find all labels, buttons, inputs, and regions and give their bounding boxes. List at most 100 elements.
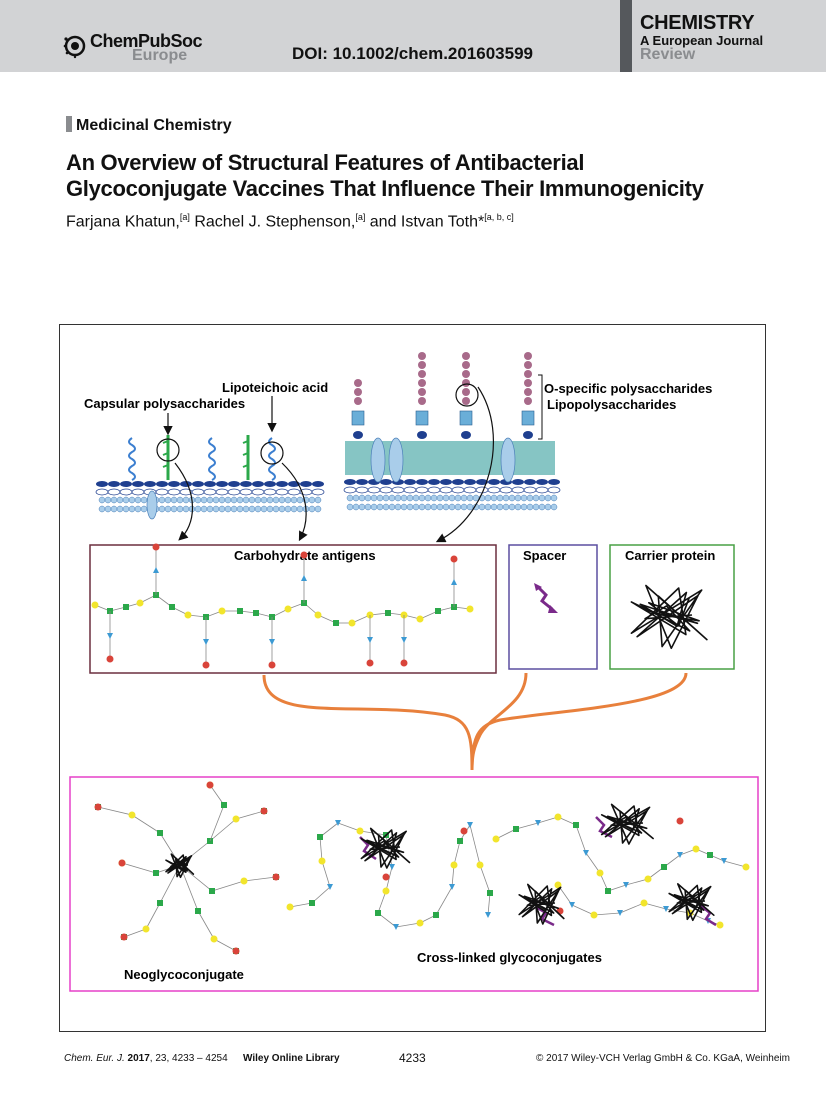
inner-lipid-head — [406, 503, 414, 511]
o-antigen-unit — [524, 370, 532, 378]
neo-sugar-yellow — [128, 811, 136, 819]
cross2-spacer — [595, 816, 613, 839]
o-antigen-unit — [462, 388, 470, 396]
peptidoglycan-dark — [156, 481, 168, 487]
sugar-green — [237, 608, 243, 614]
header-bar: ChemPubSoc Europe DOI: 10.1002/chem.2016… — [0, 0, 826, 72]
highlight-circle-1 — [156, 438, 180, 462]
cross1-sugar-green — [487, 890, 493, 896]
inner-lipid-head — [382, 494, 390, 502]
neo-bond — [123, 928, 147, 938]
membrane-protein — [146, 490, 158, 520]
o-antigen-unit — [354, 388, 362, 396]
lipid-head — [218, 505, 226, 513]
sugar-green — [169, 604, 175, 610]
page-footer: Chem. Eur. J. 2017, 23, 4233 – 4254 Wile… — [0, 1051, 826, 1073]
lipid-a — [461, 431, 471, 439]
cross1-sugar-green — [375, 910, 381, 916]
inner-lipid-head — [448, 503, 456, 511]
graphical-abstract: Lipoteichoic acid Capsular polysaccharid… — [59, 324, 766, 1032]
peptidoglycan-dark — [180, 481, 192, 487]
inner-lipid-head — [550, 503, 558, 511]
peptidoglycan-light — [203, 488, 217, 496]
sugar-red — [202, 661, 210, 669]
neo-sugar-red — [272, 873, 280, 881]
inner-lipid-head — [376, 494, 384, 502]
neo-sugar-red — [232, 947, 240, 955]
lipid-head — [236, 505, 244, 513]
journal-sub-a: A — [640, 33, 649, 48]
title-line-1: An Overview of Structural Features of An… — [66, 150, 585, 175]
peptidoglycan-light — [275, 488, 289, 496]
library-link[interactable]: Wiley Online Library — [243, 1053, 340, 1064]
journal-sub-rest: European Journal — [652, 33, 764, 48]
peptidoglycan-light — [287, 488, 301, 496]
peptidoglycan-light — [95, 488, 109, 496]
neo-bond — [209, 818, 237, 842]
label-lps: Lipopolysaccharides — [547, 397, 676, 412]
outer-membrane-light — [343, 486, 357, 494]
cross1-bond — [321, 860, 331, 888]
inner-lipid-head — [364, 503, 372, 511]
lipid-head — [296, 496, 304, 504]
lipid-head — [134, 505, 142, 513]
o-antigen-unit — [418, 370, 426, 378]
cross1-bond — [337, 822, 361, 832]
lipid-head — [176, 496, 184, 504]
inner-lipid-head — [418, 494, 426, 502]
lipid-head — [194, 496, 202, 504]
sugar-red — [450, 555, 458, 563]
inner-lipid-head — [400, 494, 408, 502]
citation-year: 2017 — [127, 1053, 150, 1064]
peptidoglycan-dark — [252, 481, 264, 487]
lipid-head — [122, 496, 130, 504]
lipid-head — [182, 496, 190, 504]
outer-membrane-light — [499, 486, 513, 494]
merge-branch-right — [470, 672, 688, 771]
carbohydrate-chain — [91, 543, 474, 669]
neo-sugar-yellow — [142, 925, 150, 933]
section-heading: Medicinal Chemistry — [66, 116, 232, 135]
sugar-green — [385, 610, 391, 616]
peptidoglycan-dark — [300, 481, 312, 487]
lipid-head — [206, 505, 214, 513]
inner-lipid-head — [424, 503, 432, 511]
sugar-blue — [401, 637, 407, 643]
lipid-a — [353, 431, 363, 439]
author-2-affil: [a] — [355, 212, 366, 222]
cross1-sugar-blue — [467, 822, 473, 828]
lps-bracket — [538, 374, 543, 440]
lipid-head — [242, 496, 250, 504]
neo-sugar-yellow — [232, 815, 240, 823]
inner-lipid-head — [412, 503, 420, 511]
lipid-head — [122, 505, 130, 513]
lipid-head — [278, 505, 286, 513]
cross1-sugar-green — [433, 912, 439, 918]
page-number: 4233 — [399, 1051, 426, 1065]
lipid-head — [134, 496, 142, 504]
inner-lipid-head — [466, 494, 474, 502]
figure-arrows — [163, 386, 495, 543]
cross1-bond — [451, 864, 455, 888]
cross2-bond — [585, 852, 601, 874]
cross2-bond — [619, 902, 645, 914]
outer-membrane-light — [439, 486, 453, 494]
outer-membrane-light — [391, 486, 405, 494]
lipid-head — [218, 496, 226, 504]
cross2-carrier-scribble-1 — [600, 803, 654, 845]
porin — [370, 437, 386, 483]
cross2-sugar-green — [661, 864, 667, 870]
sugar-blue — [367, 637, 373, 643]
neo-bond — [243, 876, 277, 882]
cross2-sugar-blue — [663, 906, 669, 912]
inner-lipid-head — [358, 503, 366, 511]
doi[interactable]: DOI: 10.1002/chem.201603599 — [292, 44, 534, 63]
inner-lipid-head — [496, 494, 504, 502]
cross1-sugar-blue — [335, 820, 341, 826]
peptidoglycan-light — [227, 488, 241, 496]
author-3-affil: [a, b, c] — [484, 212, 514, 222]
lipid-head — [110, 496, 118, 504]
publisher-sub: Europe — [132, 47, 188, 64]
inner-lipid-head — [490, 503, 498, 511]
sugar-red — [152, 543, 160, 551]
